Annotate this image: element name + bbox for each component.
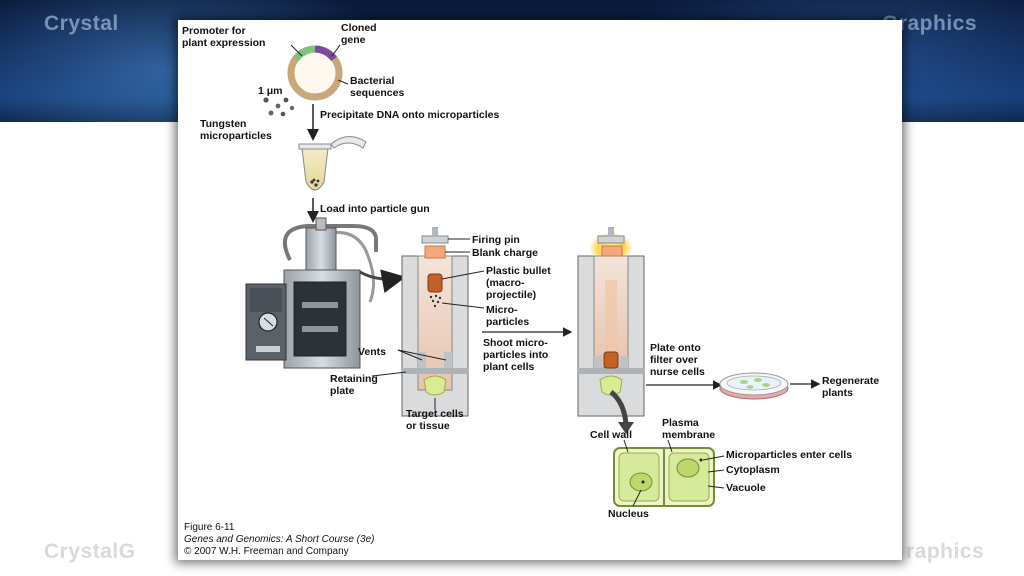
cloned-gene-segment [314,45,337,62]
label-precipitate: Precipitate DNA onto microparticles [320,109,499,121]
label-plastic-bullet: Plastic bullet(macro-projectile) [486,265,551,301]
label-enter-cells: Microparticles enter cells [726,449,852,461]
zoom-arrow-head [618,422,634,434]
particle-gun-machine [245,217,379,369]
label-load: Load into particle gun [320,203,430,215]
zoom-arrow-shaft [609,390,629,425]
gun-chamber-after [577,227,645,417]
gun-chamber-before [401,227,469,417]
bacterial-leader [337,79,349,85]
label-micron: 1 μm [258,85,283,97]
label-cell-wall: Cell wall [590,429,632,441]
petri-dish [719,372,789,400]
plasmid [287,44,349,101]
label-firing-pin: Firing pin [472,234,520,246]
cloned-gene-leader [331,44,341,57]
to-chamber-arrow [359,269,406,294]
label-cytoplasm: Cytoplasm [726,464,780,476]
label-nucleus: Nucleus [608,508,649,520]
label-microparticles: Micro-particles [486,304,529,328]
caption-figure: Figure 6-11 [184,522,235,533]
tungsten-microparticles [263,97,295,117]
label-vacuole: Vacuole [726,482,766,494]
microcentrifuge-tube [298,136,367,191]
watermark-brand-bottom-right: raphics [906,540,985,563]
label-blank-charge: Blank charge [472,247,538,259]
watermark-brand-right: Graphics [882,12,978,35]
watermark-brand-left: Crystal [44,12,119,35]
promoter-leader [290,44,303,57]
caption-copyright: © 2007 W.H. Freeman and Company [184,546,349,557]
promoter-segment [293,45,316,62]
plant-cells [613,447,715,507]
caption-book: Genes and Genomics: A Short Course (3e) [184,534,375,545]
label-vents: Vents [358,346,386,358]
watermark-brand-bottom-left: CrystalG [44,540,136,563]
